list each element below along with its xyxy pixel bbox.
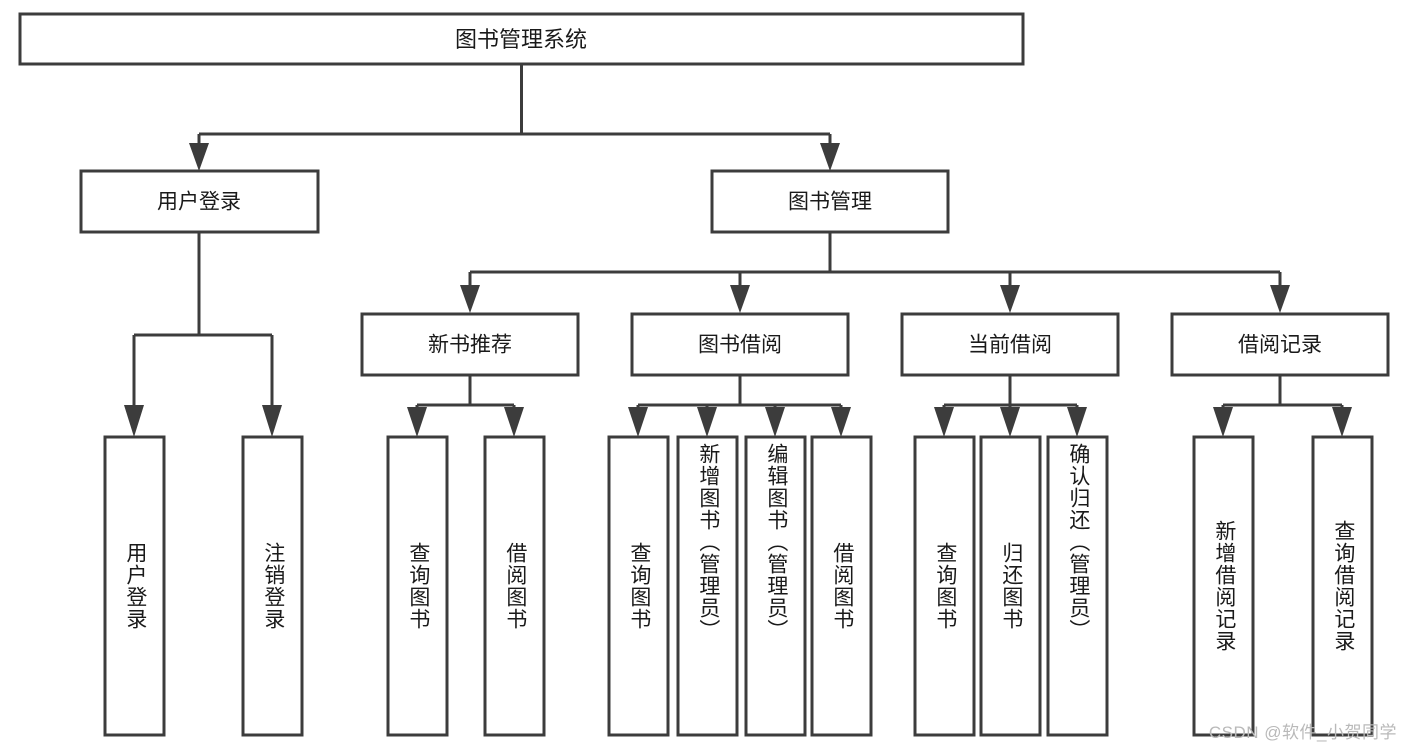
node-user-login-box[interactable] <box>79 169 320 234</box>
connector-group-root <box>189 64 840 171</box>
connector-group-new-book-recommend <box>407 375 524 437</box>
leaf-box-edit-book[interactable] <box>744 435 807 737</box>
leaf-box-add-record[interactable] <box>1192 435 1255 737</box>
arrow-head-leaf-add-record <box>1213 407 1233 437</box>
leaf-group-new-book-recommend <box>386 435 546 737</box>
arrow-head-leaf-user-login <box>124 405 144 437</box>
node-current-borrow-box[interactable] <box>900 312 1120 377</box>
leaf-group-current-borrow <box>913 435 1109 737</box>
node-user-login[interactable]: 用户登录 <box>79 169 320 234</box>
node-user-login-label: 用户登录 <box>157 191 241 214</box>
connector-group-book-borrow <box>628 375 851 437</box>
node-root[interactable]: 图书管理系统 <box>18 12 1025 66</box>
node-book-borrow-box[interactable] <box>630 312 850 377</box>
arrow-head-leaf-query-book-recommend <box>407 407 427 437</box>
leaf-box-confirm-return[interactable] <box>1046 435 1109 737</box>
arrow-head-leaf-query-record <box>1332 407 1352 437</box>
arrow-head-current-borrow <box>1000 285 1020 313</box>
connector-group-current-borrow <box>934 375 1087 437</box>
arrow-head-leaf-borrow-book-recommend <box>504 407 524 437</box>
node-book-borrow-label: 图书借阅 <box>698 334 782 357</box>
leaf-group-user-login <box>103 435 304 737</box>
leaf-box-query-record[interactable] <box>1311 435 1374 737</box>
node-borrow-record[interactable]: 借阅记录 <box>1170 312 1390 377</box>
arrow-head-book-manage <box>820 143 840 171</box>
connector-group-book-manage <box>460 232 1290 313</box>
arrow-head-leaf-query-book-current <box>934 407 954 437</box>
arrow-head-leaf-query-book-borrow <box>628 407 648 437</box>
arrow-head-leaf-borrow-book <box>831 407 851 437</box>
node-borrow-record-label: 借阅记录 <box>1238 334 1322 357</box>
node-book-manage-label: 图书管理 <box>788 191 872 214</box>
csdn-watermark: CSDN @软件_小贺同学 <box>1208 723 1397 742</box>
leaf-box-user-login[interactable] <box>103 435 166 737</box>
leaf-group-borrow-record <box>1192 435 1374 737</box>
leaf-box-query-book-current[interactable] <box>913 435 976 737</box>
arrow-head-leaf-return-book <box>1000 407 1020 437</box>
leaf-box-query-book-borrow[interactable] <box>607 435 670 737</box>
arrow-head-leaf-logout <box>262 405 282 437</box>
leaf-group-book-borrow <box>607 435 873 737</box>
node-root-box[interactable] <box>18 12 1025 66</box>
node-new-book-recommend[interactable]: 新书推荐 <box>360 312 580 377</box>
leaf-box-return-book[interactable] <box>979 435 1042 737</box>
arrow-head-leaf-add-book <box>697 407 717 437</box>
node-current-borrow-label: 当前借阅 <box>968 334 1052 357</box>
node-root-label: 图书管理系统 <box>455 27 587 52</box>
leaf-box-logout[interactable] <box>241 435 304 737</box>
arrow-head-new-book-recommend <box>460 285 480 313</box>
node-book-manage-box[interactable] <box>710 169 950 234</box>
connector-group-borrow-record <box>1213 375 1352 437</box>
arrow-head-book-borrow <box>730 285 750 313</box>
arrow-head-leaf-confirm-return <box>1067 407 1087 437</box>
connector-group-user-login <box>124 232 282 437</box>
leaf-box-borrow-book[interactable] <box>810 435 873 737</box>
arrow-head-leaf-edit-book <box>765 407 785 437</box>
arrow-head-borrow-record <box>1270 285 1290 313</box>
leaf-box-add-book[interactable] <box>676 435 739 737</box>
node-new-book-recommend-box[interactable] <box>360 312 580 377</box>
node-new-book-recommend-label: 新书推荐 <box>428 334 512 357</box>
node-current-borrow[interactable]: 当前借阅 <box>900 312 1120 377</box>
leaf-box-query-book-recommend[interactable] <box>386 435 449 737</box>
node-book-borrow[interactable]: 图书借阅 <box>630 312 850 377</box>
node-borrow-record-box[interactable] <box>1170 312 1390 377</box>
leaf-box-borrow-book-recommend[interactable] <box>483 435 546 737</box>
arrow-head-user-login <box>189 143 209 171</box>
node-book-manage[interactable]: 图书管理 <box>710 169 950 234</box>
